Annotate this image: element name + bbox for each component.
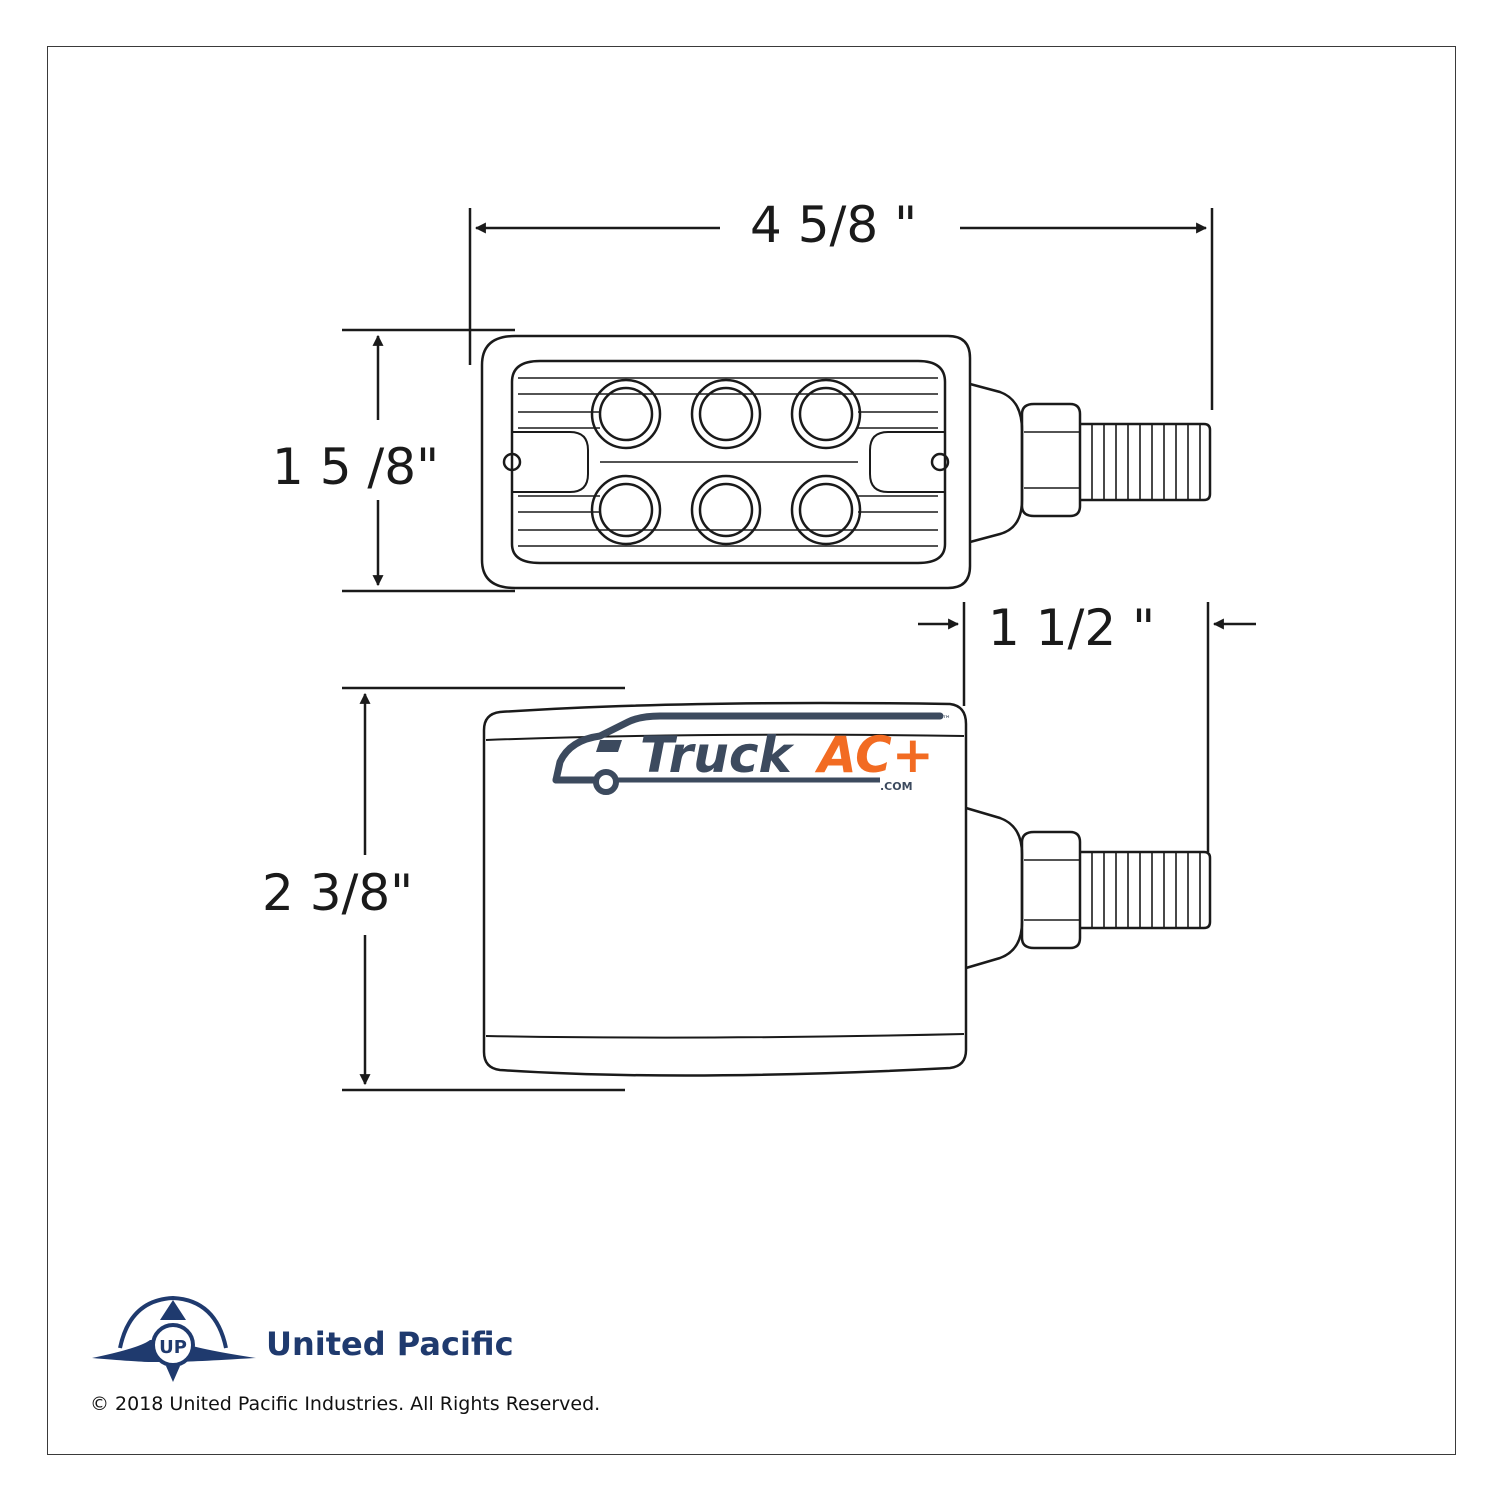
truck-ac-watermark-logo: Truck AC+ .COM ™ (552, 712, 951, 795)
stud-length-label: 1 1/2 " (988, 599, 1156, 657)
face-height-dimension-line (342, 328, 515, 593)
logo-letters: UP (159, 1337, 187, 1358)
overall-length-label: 4 5/8 " (750, 196, 918, 254)
diagram-frame (47, 46, 1456, 1455)
united-pacific-logo: UP (92, 1295, 256, 1382)
length-dimension-line (468, 208, 1214, 410)
watermark-word1: Truck (640, 726, 795, 784)
watermark-word2: AC+ (814, 726, 934, 784)
body-height-label: 2 3/8" (262, 864, 414, 922)
stud-length-dimension-line (918, 602, 1256, 852)
brand-name: United Pacific (266, 1325, 514, 1363)
watermark-tm: ™ (942, 715, 951, 725)
side-view (482, 701, 1212, 1077)
front-view (480, 334, 1212, 590)
body-height-dimension-line (342, 686, 625, 1092)
face-height-label: 1 5 /8" (272, 438, 440, 496)
copyright-notice: © 2018 United Pacific Industries. All Ri… (90, 1393, 601, 1415)
led-lens (590, 378, 862, 546)
watermark-sub: .COM (880, 780, 913, 793)
